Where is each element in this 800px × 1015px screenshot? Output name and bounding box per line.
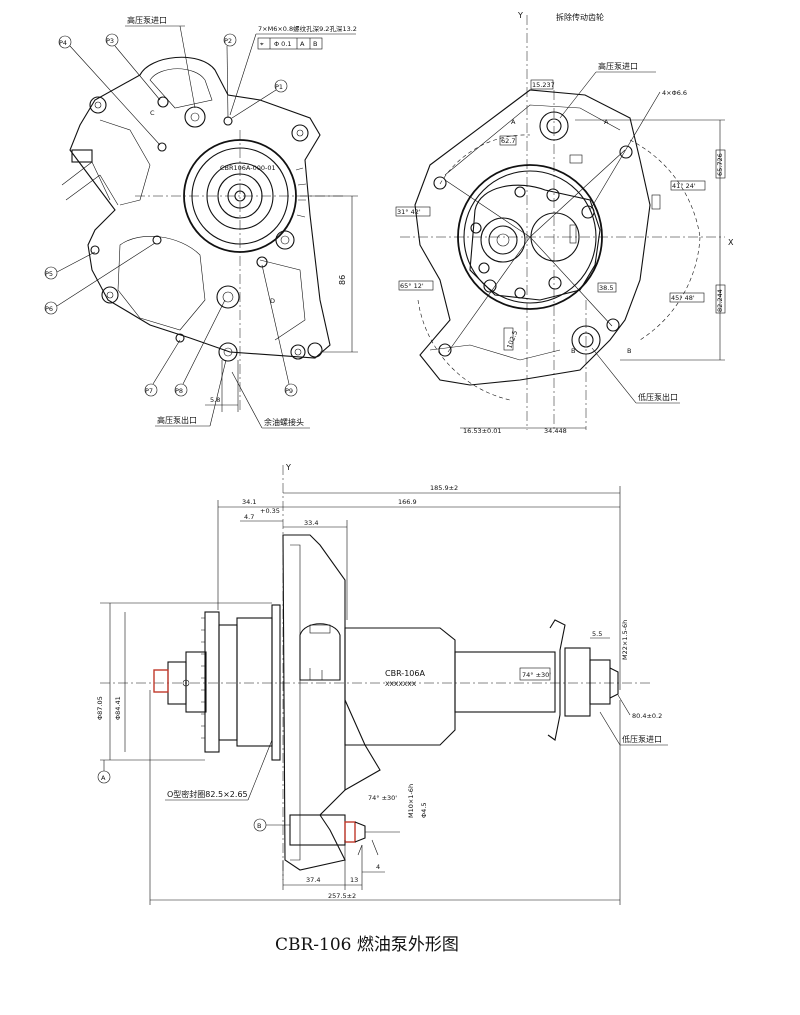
p3-label: P3 — [106, 37, 114, 45]
rear-dim-102-5: 102.5 — [505, 329, 519, 349]
dim-M22: M22×1.5-6h — [621, 620, 629, 660]
svg-text:⌖: ⌖ — [260, 40, 264, 48]
rear-dim-38-5: 38.5 — [599, 284, 613, 292]
dim-4-7: 4.7 — [244, 513, 254, 521]
side-datum-a: A — [101, 774, 106, 782]
rear-sec-a-right: A — [604, 118, 609, 126]
p1-label: P1 — [275, 83, 283, 91]
dim-74-top: 74° ±30' — [522, 671, 551, 679]
dim-M10: M10×1-6h — [407, 784, 415, 818]
front-view: CBR106A-000-01 86 5.8 高压泵进口 7×M6×0.8螺纹孔深… — [44, 15, 358, 429]
sec-c-label: C — [150, 109, 155, 117]
rear-dim-16-53: 16.53±0.01 — [463, 427, 502, 435]
dim-5-5: 5.5 — [592, 630, 602, 638]
dim-4: 4 — [376, 863, 380, 871]
rear-hp-inlet-label: 高压泵进口 — [598, 61, 638, 71]
front-hp-outlet-label: 高压泵出口 — [157, 415, 197, 425]
rear-dim-15-237: 15.237 — [532, 81, 555, 89]
side-axis-y: Y — [285, 463, 291, 472]
rear-dim-82-244: 82.244 — [716, 289, 724, 312]
hole-note: 4×Φ6.6 — [662, 89, 687, 97]
front-pump-stamp: CBR106A-000-01 — [220, 164, 276, 172]
return-fitting-label: 余油螺接头 — [264, 417, 304, 427]
dim-37-4: 37.4 — [306, 876, 320, 884]
rear-dim-34-448: 34.448 — [544, 427, 567, 435]
dim-5-8: 5.8 — [210, 396, 220, 404]
dim-185: 185.9±2 — [430, 484, 458, 492]
rear-dim-65-726: 65.726 — [716, 153, 724, 176]
side-view: Y 185.9±2 166.9 34.1 4.7 +0.35 33.4 — [96, 463, 668, 905]
rear-sec-b-right: B — [627, 347, 631, 355]
dim-74-bottom: 74° ±30' — [368, 794, 397, 802]
rear-dim-31-42: 31° 42' — [397, 208, 421, 216]
dim-34: 34.1 — [242, 498, 256, 506]
p6-label: P6 — [45, 305, 53, 313]
dim-tol: +0.35 — [260, 507, 280, 515]
side-datum-b: B — [257, 822, 261, 830]
rear-axis-y: Y — [517, 11, 523, 20]
rear-dim-45-48: 45° 48' — [671, 294, 695, 302]
front-datum-a: A — [300, 40, 305, 48]
rear-sec-a-left: A — [511, 118, 516, 126]
p8-label: P8 — [175, 387, 183, 395]
lp-outlet-label: 低压泵出口 — [638, 392, 678, 402]
front-hp-inlet-label: 高压泵进口 — [127, 15, 167, 25]
rear-sec-b-left: B — [571, 347, 575, 355]
serial-stamp: XXXXXXX — [385, 680, 417, 688]
thread-note: 7×M6×0.8螺纹孔深9.2孔深13.2 — [258, 24, 357, 33]
model-stamp: CBR-106A — [385, 669, 425, 678]
p4-label: P4 — [59, 39, 67, 47]
rear-dim-62-7: 62.7 — [501, 137, 515, 145]
rear-axis-x: X — [728, 238, 734, 247]
oring-label: O型密封圈82.5×2.65 — [167, 789, 248, 799]
dim-166: 166.9 — [398, 498, 417, 506]
p2-label: P2 — [224, 37, 232, 45]
dim-33: 33.4 — [304, 519, 318, 527]
rear-view: 15.237 62.7 31° 42' 65° 12' 41° 24' 45° … — [395, 11, 734, 435]
rear-dim-labels: 15.237 62.7 31° 42' 65° 12' 41° 24' 45° … — [395, 79, 726, 435]
dim-phi-87: Φ87.05 — [96, 696, 104, 720]
rear-dim-65-12: 65° 12' — [400, 282, 424, 290]
p9-label: P9 — [285, 387, 293, 395]
dim-257: 257.5±2 — [328, 892, 356, 900]
dim-phi-4-5: Φ4.5 — [420, 803, 428, 818]
tolerance-value: Φ 0.1 — [274, 40, 292, 48]
lp-inlet-label: 低压泵进口 — [622, 734, 662, 744]
sec-d-label: D — [270, 297, 275, 305]
dim-phi-84: Φ84.41 — [114, 696, 122, 720]
dim-13: 13 — [350, 876, 358, 884]
dim-80-4: 80.4±0.2 — [632, 712, 662, 720]
p7-label: P7 — [145, 387, 153, 395]
remove-gear-label: 拆除传动齿轮 — [556, 12, 604, 22]
drawing-caption: CBR-106 燃油泵外形图 — [275, 935, 459, 955]
p5-label: P5 — [45, 270, 53, 278]
p-markers: P4 P3 P2 P1 P5 P6 P7 P8 P9 — [44, 33, 298, 397]
front-datum-b: B — [313, 40, 317, 48]
rear-dim-41-24: 41° 24' — [672, 182, 696, 190]
dim-86: 86 — [338, 275, 347, 285]
